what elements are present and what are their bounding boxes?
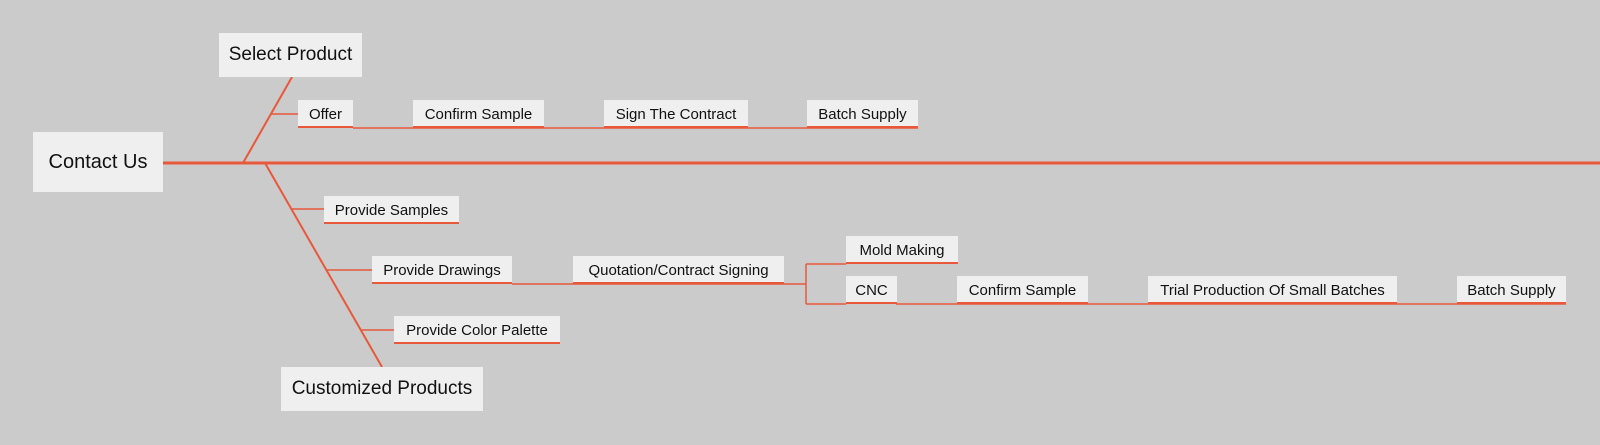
- top-branch-line: [242, 76, 293, 164]
- customized-products-node: Customized Products: [281, 367, 483, 411]
- offer-label: Offer: [308, 105, 343, 123]
- cnc-batch-supply-node: Batch Supply: [1457, 276, 1566, 304]
- provide-samples-label: Provide Samples: [334, 201, 449, 219]
- cnc-label: CNC: [855, 281, 888, 299]
- cnc-node: CNC: [846, 276, 897, 304]
- sign-contract-node: Sign The Contract: [604, 100, 748, 128]
- bottom-branch-line: [264, 162, 383, 368]
- batch-supply-node: Batch Supply: [807, 100, 918, 128]
- select-product-node: Select Product: [219, 33, 362, 77]
- quotation-label: Quotation/Contract Signing: [588, 261, 769, 279]
- sign-contract-label: Sign The Contract: [615, 105, 737, 123]
- trial-production-node: Trial Production Of Small Batches: [1148, 276, 1397, 304]
- mold-making-label: Mold Making: [859, 241, 945, 259]
- root-node: Contact Us: [33, 132, 163, 192]
- trial-production-label: Trial Production Of Small Batches: [1160, 281, 1385, 299]
- provide-palette-label: Provide Color Palette: [406, 321, 548, 339]
- cnc-confirm-sample-label: Confirm Sample: [968, 281, 1077, 299]
- provide-drawings-node: Provide Drawings: [372, 256, 512, 284]
- mold-making-node: Mold Making: [846, 236, 958, 264]
- batch-supply-label: Batch Supply: [818, 105, 907, 123]
- cnc-confirm-sample-node: Confirm Sample: [957, 276, 1088, 304]
- provide-samples-node: Provide Samples: [324, 196, 459, 224]
- provide-palette-node: Provide Color Palette: [394, 316, 560, 344]
- offer-node: Offer: [298, 100, 353, 128]
- quotation-node: Quotation/Contract Signing: [573, 256, 784, 284]
- confirm-sample-node: Confirm Sample: [413, 100, 544, 128]
- root-label: Contact Us: [48, 150, 148, 173]
- provide-drawings-label: Provide Drawings: [383, 261, 501, 279]
- customized-products-label: Customized Products: [291, 378, 473, 399]
- cnc-batch-supply-label: Batch Supply: [1467, 281, 1556, 299]
- confirm-sample-label: Confirm Sample: [424, 105, 533, 123]
- select-product-label: Select Product: [228, 44, 353, 65]
